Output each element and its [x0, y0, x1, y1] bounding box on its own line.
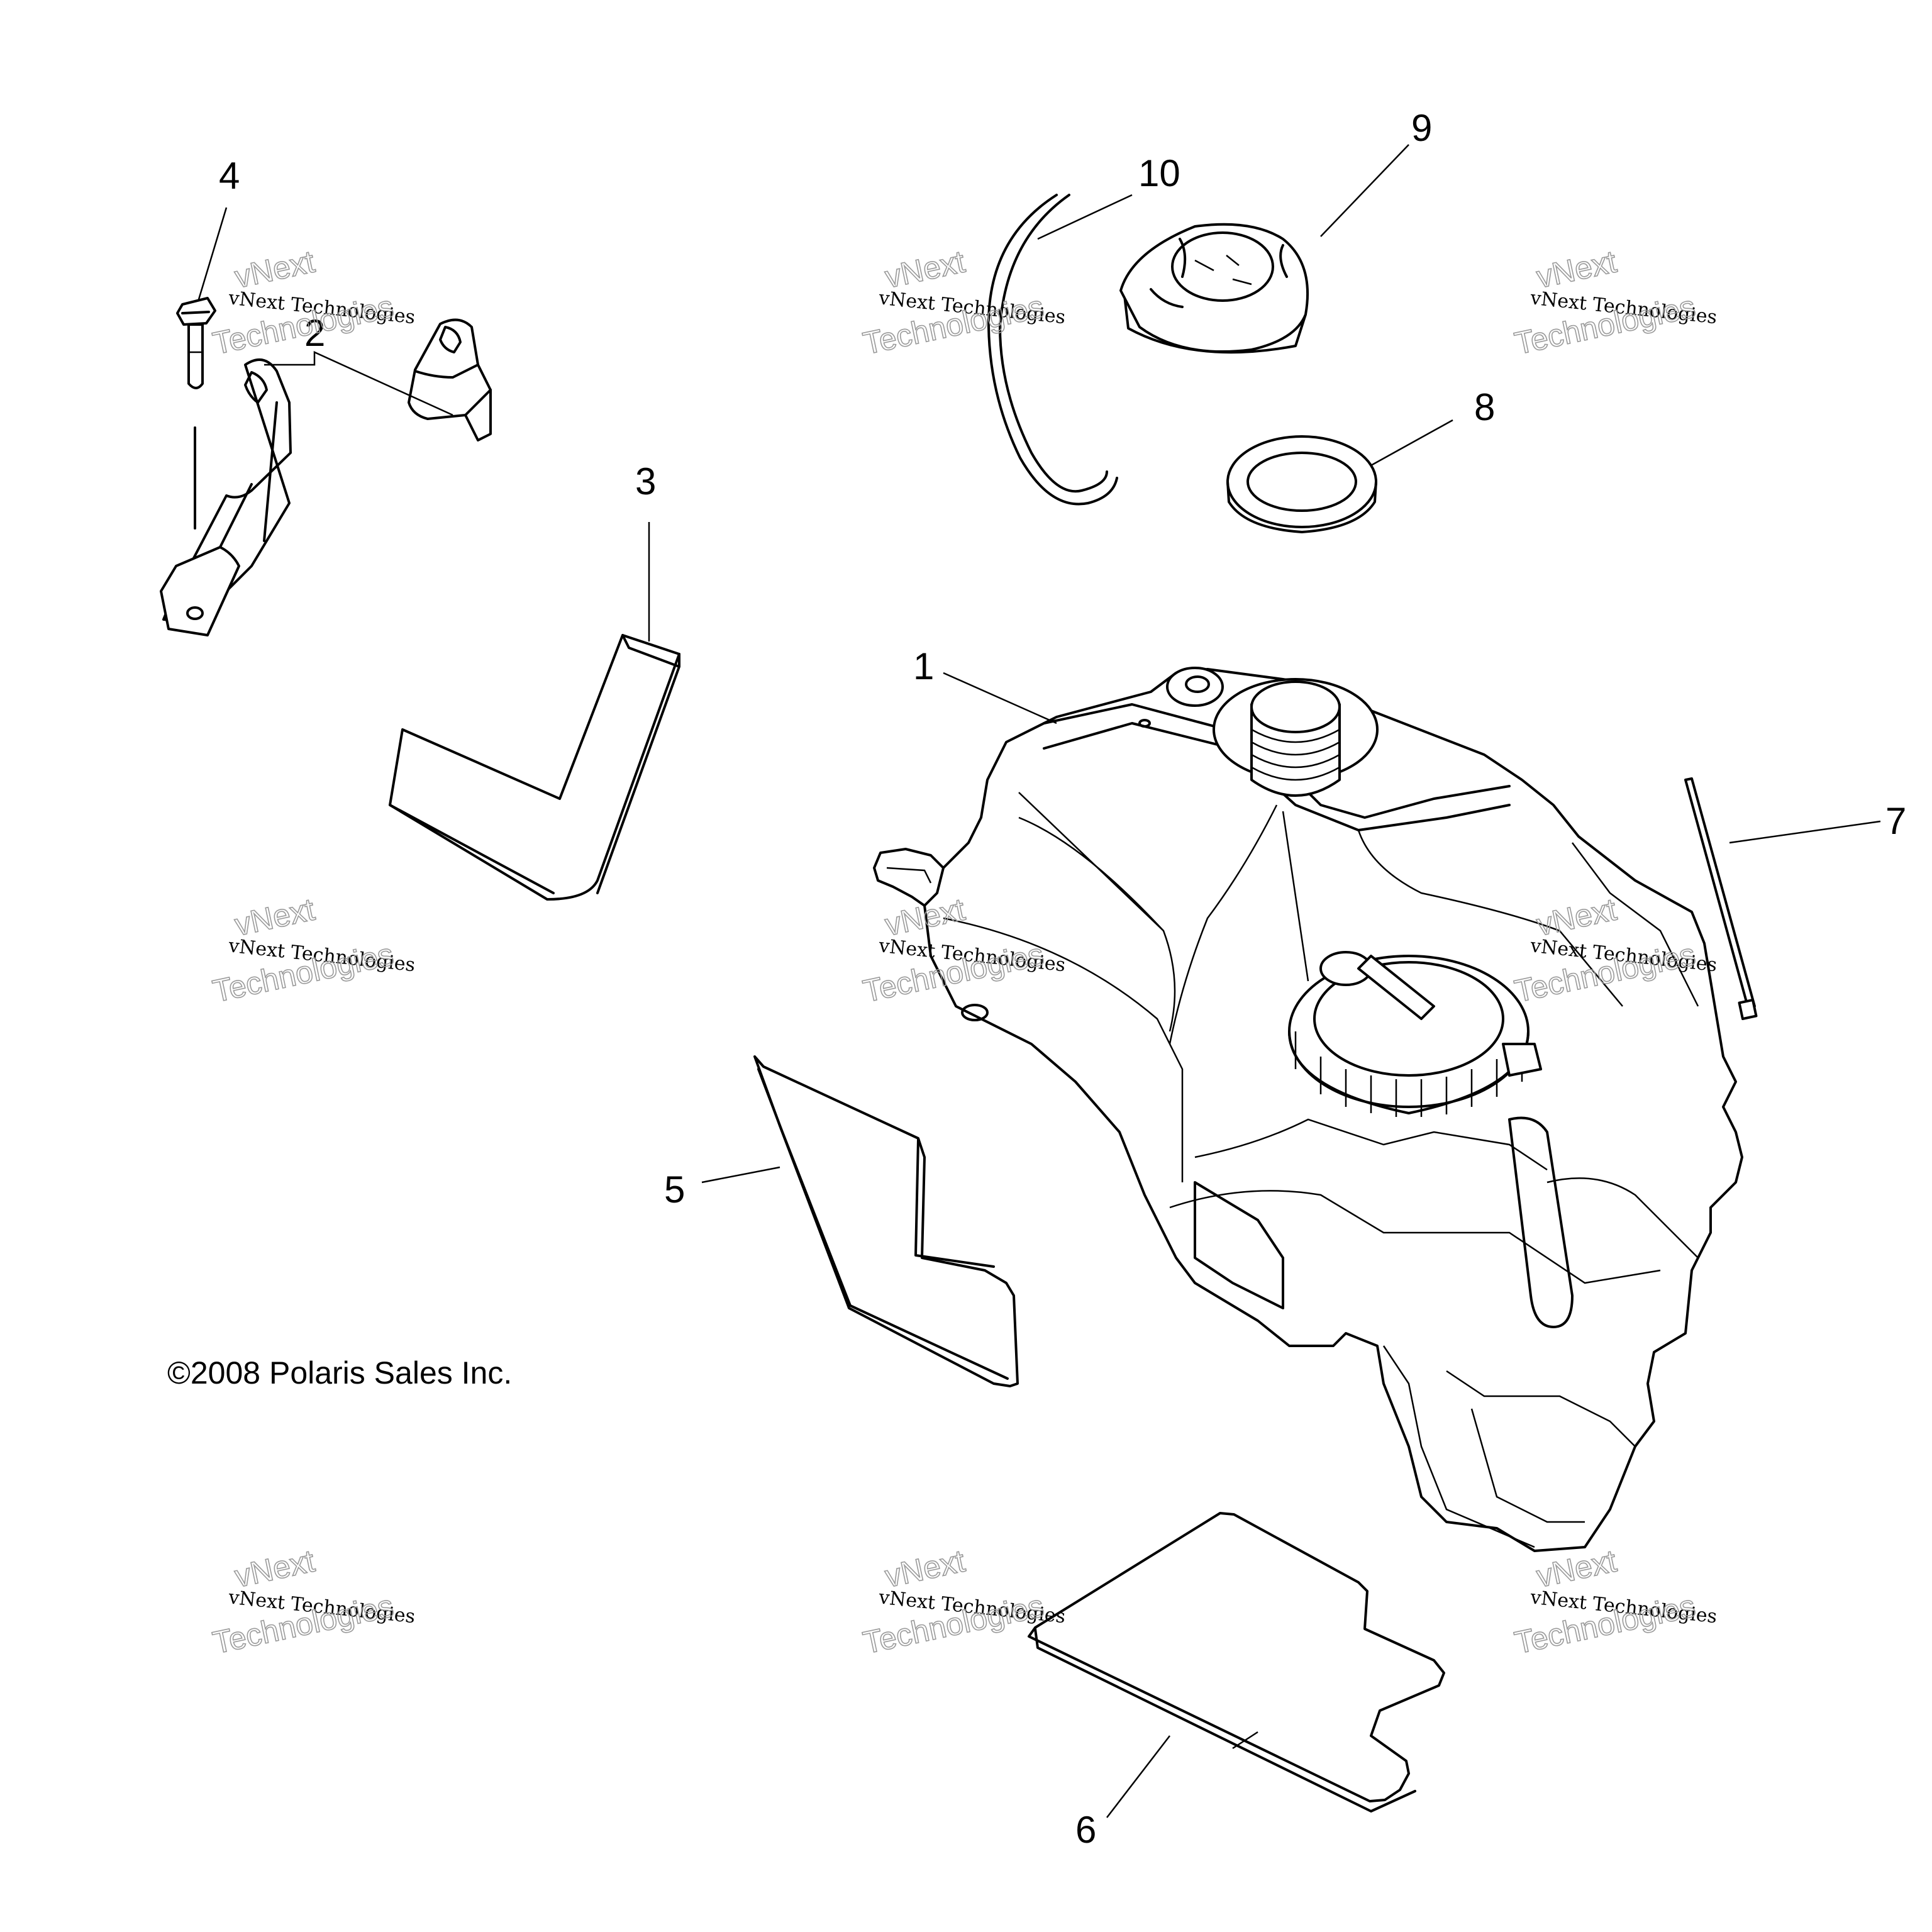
leader-9	[1320, 144, 1409, 237]
svg-text:vNext: vNext	[882, 244, 968, 295]
leader-7	[1729, 820, 1881, 844]
callout-2: 2	[304, 312, 325, 354]
leader-1b	[1018, 792, 1164, 931]
callout-1: 1	[913, 645, 934, 687]
svg-text:vNext: vNext	[231, 244, 318, 295]
leader-5	[701, 1166, 780, 1184]
leader-1c	[1282, 811, 1309, 982]
watermark: vNext vNext Technologies Technologies	[860, 243, 1067, 362]
part-6-heat-shield	[1028, 1512, 1445, 1813]
watermark: vNext vNext Technologies Technologies	[860, 1543, 1067, 1662]
callout-10: 10	[1138, 152, 1180, 194]
part-2-bracket-left	[160, 358, 292, 636]
leader-6	[1106, 1735, 1170, 1818]
part-5-heat-shield	[753, 1055, 1019, 1387]
callout-labels: 1 2 3 4 5 6 7 8 9 10	[219, 107, 1906, 1851]
watermark: vNext vNext Technologies Technologies	[1511, 243, 1718, 362]
svg-text:vNext: vNext	[231, 1543, 318, 1594]
part-8-gasket	[1226, 435, 1377, 533]
part-9-gas-cap	[1119, 223, 1309, 354]
watermark: vNext vNext Technologies Technologies	[209, 891, 416, 1010]
watermark: vNext vNext Technologies Technologies	[209, 1543, 416, 1662]
watermark: vNext vNext Technologies Technologies	[1511, 1543, 1718, 1662]
callout-8: 8	[1474, 386, 1495, 428]
callout-3: 3	[635, 460, 656, 502]
leader-8	[1370, 419, 1453, 467]
part-10-hose	[987, 194, 1118, 506]
part-3-strap	[389, 634, 680, 901]
callout-7: 7	[1885, 800, 1906, 842]
callout-9: 9	[1411, 107, 1432, 149]
leader-10	[1037, 194, 1133, 240]
callout-6: 6	[1075, 1809, 1096, 1851]
callout-4: 4	[219, 155, 240, 197]
svg-text:vNext: vNext	[1533, 244, 1619, 295]
leader-lines	[197, 144, 1881, 1818]
leader-2	[264, 351, 453, 416]
part-7-cable-tie	[1684, 777, 1758, 1021]
svg-text:vNext: vNext	[231, 892, 318, 943]
part-4-bolt	[176, 297, 216, 530]
part-1-fuel-tank	[873, 667, 1743, 1552]
part-2-bracket-right	[408, 318, 492, 441]
copyright-text: ©2008 Polaris Sales Inc.	[167, 1355, 512, 1391]
leader-4	[197, 207, 228, 300]
svg-text:vNext: vNext	[882, 1543, 968, 1594]
leader-1	[943, 672, 1057, 724]
callout-5: 5	[664, 1169, 685, 1211]
